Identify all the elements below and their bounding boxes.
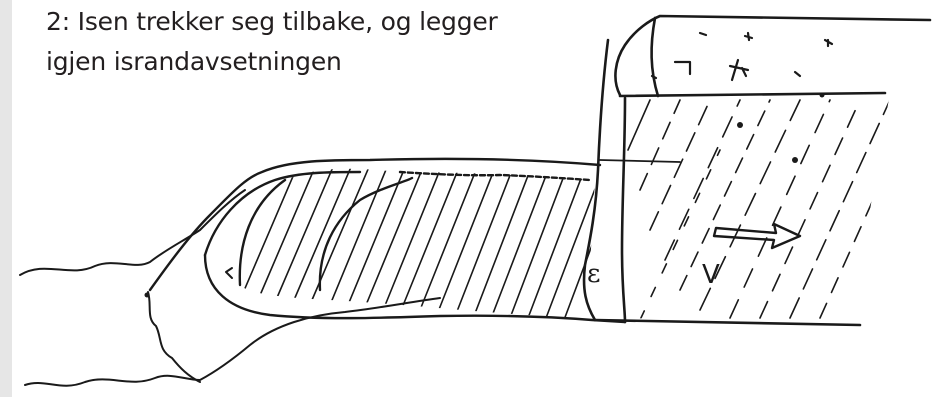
sketch-glyph-v: V xyxy=(702,260,720,290)
ice-hatching xyxy=(628,100,900,320)
glacier-front xyxy=(584,16,930,325)
retreat-arrow xyxy=(714,224,800,248)
sketch-glyph-epsilon: ε xyxy=(587,259,600,289)
ground-lines xyxy=(20,190,440,386)
ice-surface-marks xyxy=(652,33,832,80)
deposit-hatching xyxy=(240,160,624,320)
